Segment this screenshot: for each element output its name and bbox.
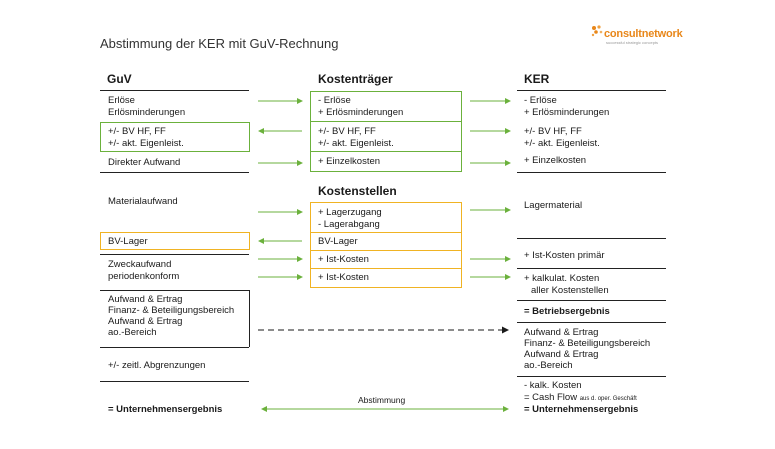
- logo-name: consultnetwork: [604, 28, 683, 40]
- ker-bv: +/- BV HF, FF: [524, 126, 582, 137]
- guv-zweckaufwand: Zweckaufwand: [108, 259, 172, 270]
- ker-unternehmensergebnis: = Unternehmensergebnis: [524, 404, 639, 415]
- ker-cashflow-note: aus d. oper. Geschäft: [579, 396, 637, 402]
- ker-kalk-kosten: + kalkulat. Kosten: [524, 273, 600, 284]
- header-ker: KER: [524, 72, 550, 86]
- ks-divider: [311, 232, 461, 233]
- page-title: Abstimmung der KER mit GuV-Rechnung: [100, 36, 339, 51]
- logo-dots-icon: [591, 25, 603, 37]
- ker-einzelkosten: + Einzelkosten: [524, 155, 587, 166]
- ker-erloese: - Erlöse: [524, 95, 557, 106]
- ker-line: [517, 238, 666, 239]
- abstimmung-label: Abstimmung: [358, 395, 406, 405]
- ks-bv-lager: BV-Lager: [318, 236, 358, 247]
- guv-bv-lager: BV-Lager: [108, 236, 148, 247]
- ker-cashflow-label: = Cash Flow: [524, 392, 578, 403]
- ks-divider: [311, 268, 461, 269]
- kt-bv: +/- BV HF, FF: [318, 126, 376, 137]
- ker-lagermaterial: Lagermaterial: [524, 200, 583, 211]
- ker-kalk: - kalk. Kosten: [524, 380, 582, 391]
- ks-lagerzugang: + Lagerzugang: [318, 207, 382, 218]
- guv-erloesminderungen: Erlösminderungen: [108, 107, 186, 118]
- ker-line: [517, 300, 666, 301]
- guv-materialaufwand: Materialaufwand: [108, 196, 178, 207]
- guv-line: [100, 172, 249, 173]
- ker-line: [517, 322, 666, 323]
- kostenstellen-box: [310, 202, 462, 288]
- guv-line: [100, 381, 249, 382]
- guv-unternehmensergebnis: = Unternehmensergebnis: [108, 404, 223, 415]
- guv-bv-lager-box: [100, 232, 250, 250]
- ker-line: [517, 172, 666, 173]
- ker-ist-primaer: + Ist-Kosten primär: [524, 250, 605, 261]
- guv-erloese: Erlöse: [108, 95, 135, 106]
- ker-finanz: Finanz- & Beteiligungsbereich: [524, 338, 651, 349]
- header-guv: GuV: [107, 72, 132, 86]
- guv-bv-box: [100, 122, 250, 152]
- kt-einzelkosten: + Einzelkosten: [318, 156, 381, 167]
- ker-erloesminderungen: + Erlösminderungen: [524, 107, 610, 118]
- ker-aufwand-ertrag-2: Aufwand & Ertrag: [524, 349, 599, 360]
- guv-line: [100, 254, 249, 255]
- kt-divider: [311, 121, 461, 122]
- guv-abgrenzungen: +/- zeitl. Abgrenzungen: [108, 360, 206, 371]
- guv-line: [100, 347, 249, 348]
- ker-aller-kostenstellen: aller Kostenstellen: [531, 285, 609, 296]
- ks-ist-kosten-2: + Ist-Kosten: [318, 272, 369, 283]
- guv-direkter-aufwand: Direkter Aufwand: [108, 157, 181, 168]
- ker-aufwand-ertrag-1: Aufwand & Ertrag: [524, 327, 599, 338]
- ker-line: [517, 268, 666, 269]
- guv-ao: ao.-Bereich: [108, 327, 157, 338]
- ker-line: [517, 376, 666, 377]
- kt-erloese: - Erlöse: [318, 95, 351, 106]
- guv-finanz: Finanz- & Beteiligungsbereich: [108, 305, 235, 316]
- ks-lagerabgang: - Lagerabgang: [318, 219, 380, 230]
- guv-bracket: [249, 290, 250, 347]
- guv-bv: +/- BV HF, FF: [108, 126, 166, 137]
- ker-betriebsergebnis: = Betriebsergebnis: [524, 306, 610, 317]
- kt-divider: [311, 151, 461, 152]
- ker-ao: ao.-Bereich: [524, 360, 573, 371]
- guv-line: [100, 90, 249, 91]
- header-kostenstellen: Kostenstellen: [318, 184, 397, 198]
- ker-eigenleist: +/- akt. Eigenleist.: [524, 138, 600, 149]
- guv-periodenkonform: periodenkonform: [108, 271, 180, 282]
- guv-eigenleist: +/- akt. Eigenleist.: [108, 138, 184, 149]
- kostentraeger-box: [310, 91, 462, 172]
- ker-cashflow: = Cash Flow aus d. oper. Geschäft: [524, 392, 637, 406]
- header-kostentraeger: Kostenträger: [318, 72, 393, 86]
- ks-divider: [311, 250, 461, 251]
- logo-tagline: successful strategic concepts: [606, 40, 659, 45]
- ks-ist-kosten-1: + Ist-Kosten: [318, 254, 369, 265]
- kt-eigenleist: +/- akt. Eigenleist.: [318, 138, 394, 149]
- guv-aufwand-ertrag-2: Aufwand & Ertrag: [108, 316, 183, 327]
- ker-line: [517, 90, 666, 91]
- guv-line: [100, 290, 249, 291]
- guv-aufwand-ertrag-1: Aufwand & Ertrag: [108, 294, 183, 305]
- kt-erloesminderungen: + Erlösminderungen: [318, 107, 404, 118]
